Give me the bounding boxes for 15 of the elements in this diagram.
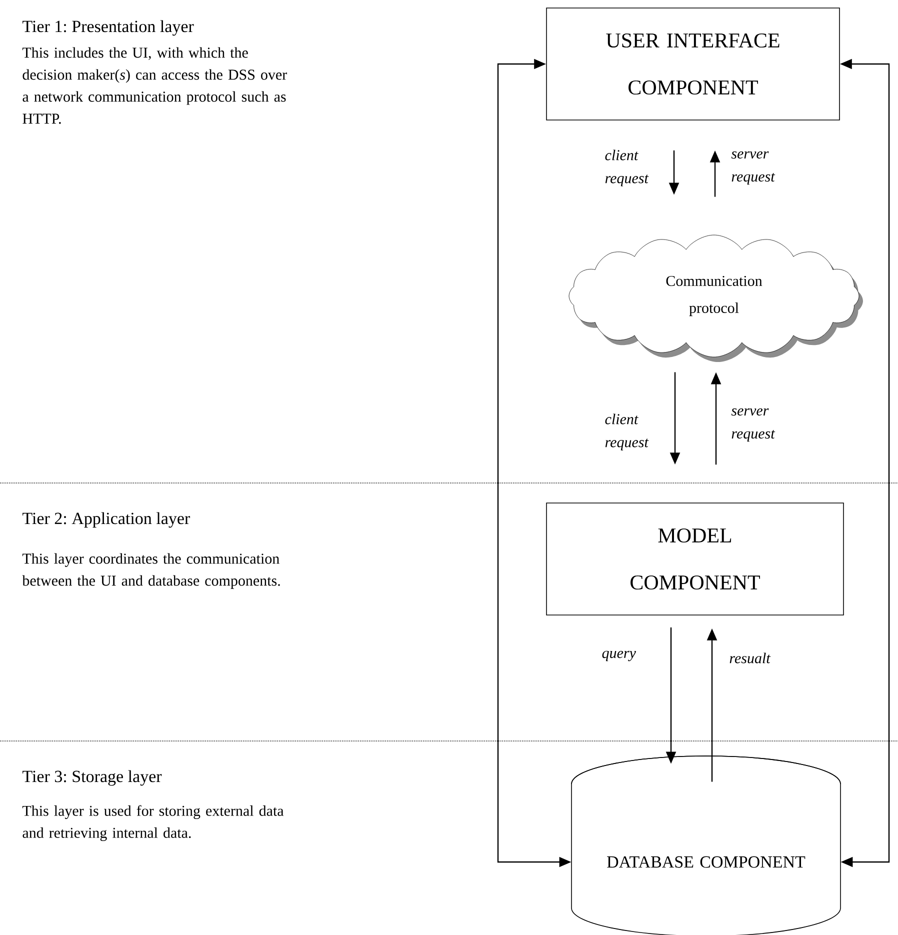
database-cylinder: DATABASE COMPONENT <box>571 756 841 935</box>
tier-description: This layer is used for storing external data and retrieving internal data. <box>22 805 284 841</box>
edge-label: query <box>602 650 636 662</box>
edge-label: server request <box>731 151 776 185</box>
tier-heading: Tier 1: Presentation layer <box>22 20 194 36</box>
tier-description: This includes the UI, with which the decision maker(s) can access the DSS over a network communication protocol such as HTTP. <box>22 47 287 124</box>
component-box: MODEL COMPONENT <box>546 502 844 616</box>
tier-description: This layer coordinates the communication between the UI and database components. <box>22 553 280 589</box>
tier-heading: Tier 3: Storage layer <box>22 770 162 786</box>
edge-label: server request <box>731 408 776 442</box>
edge-label: client request <box>605 414 649 450</box>
tier-heading: Tier 2: Application layer <box>22 512 190 528</box>
edge-label: resualt <box>730 652 771 664</box>
edge-label: client request <box>605 150 649 186</box>
component-box: USER INTERFACE COMPONENT <box>546 8 840 120</box>
